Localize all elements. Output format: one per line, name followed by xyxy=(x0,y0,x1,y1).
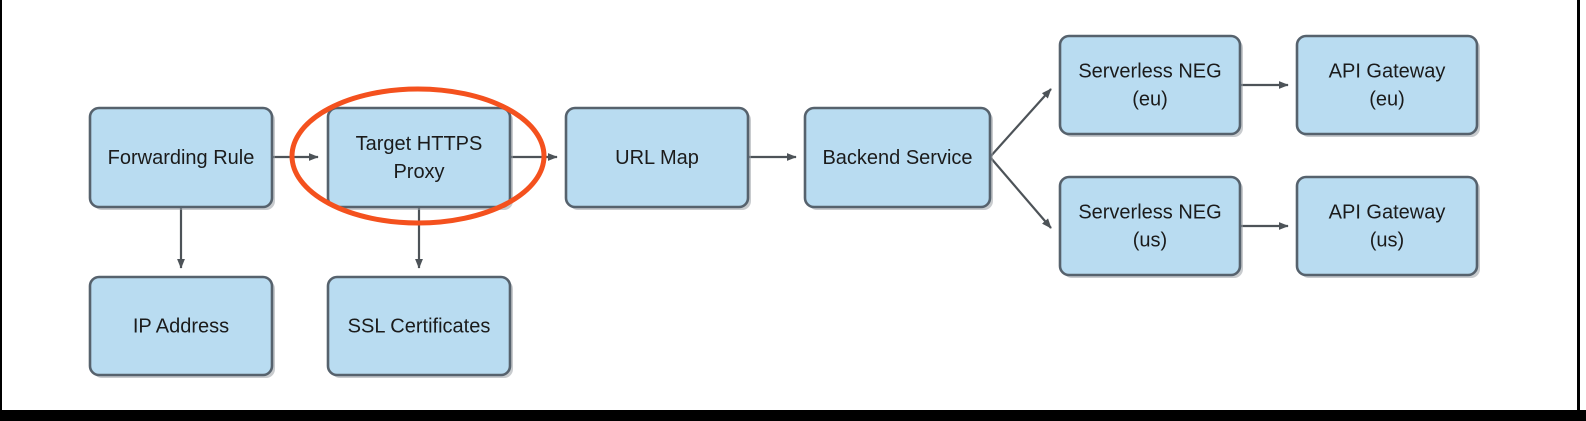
node-rect-target-https-proxy[interactable] xyxy=(326,106,512,209)
node-ip-address[interactable]: IP Address xyxy=(88,275,275,378)
node-backend-service[interactable]: Backend Service xyxy=(803,106,993,210)
node-rect-serverless-neg-us[interactable] xyxy=(1058,175,1242,277)
node-label-serverless-neg-us-line1: Serverless NEG xyxy=(1078,201,1221,223)
node-label-target-https-proxy-line2: Proxy xyxy=(393,161,444,183)
node-label-ssl-certificates: SSL Certificates xyxy=(348,315,491,337)
node-label-forwarding-rule: Forwarding Rule xyxy=(108,147,255,169)
node-rect-ssl-certificates[interactable] xyxy=(326,275,512,377)
node-forwarding-rule[interactable]: Forwarding Rule xyxy=(88,106,275,210)
node-label-serverless-neg-us-line2: (us) xyxy=(1133,229,1167,251)
node-label-api-gateway-us-line1: API Gateway xyxy=(1329,201,1446,223)
node-label-api-gateway-eu-line1: API Gateway xyxy=(1329,60,1446,82)
node-rect-serverless-neg-eu[interactable] xyxy=(1058,34,1242,136)
node-serverless-neg-us[interactable]: Serverless NEG (us) xyxy=(1058,175,1243,278)
highlight-ellipse-target-https-proxy xyxy=(289,86,547,226)
node-serverless-neg-eu[interactable]: Serverless NEG (eu) xyxy=(1058,34,1243,137)
edges-layer xyxy=(177,81,1289,269)
frame-left-border xyxy=(0,0,2,421)
node-label-ip-address: IP Address xyxy=(133,315,229,337)
annotations-layer xyxy=(289,86,547,226)
edge-backend-service-to-serverless-neg-eu xyxy=(989,88,1052,158)
node-rect-url-map[interactable] xyxy=(564,106,750,209)
node-ssl-certificates[interactable]: SSL Certificates xyxy=(326,275,513,378)
node-label-api-gateway-eu-line2: (eu) xyxy=(1369,88,1405,110)
nodes-layer: Forwarding Rule Target HTTPS Proxy URL M… xyxy=(88,34,1480,378)
node-label-serverless-neg-eu-line2: (eu) xyxy=(1132,88,1168,110)
node-api-gateway-eu[interactable]: API Gateway (eu) xyxy=(1295,34,1480,137)
node-url-map[interactable]: URL Map xyxy=(564,106,751,210)
node-label-serverless-neg-eu-line1: Serverless NEG xyxy=(1078,60,1221,82)
frame-right-border xyxy=(1577,0,1580,421)
node-rect-api-gateway-eu[interactable] xyxy=(1295,34,1479,136)
node-target-https-proxy[interactable]: Target HTTPS Proxy xyxy=(326,106,513,210)
node-api-gateway-us[interactable]: API Gateway (us) xyxy=(1295,175,1480,278)
node-rect-forwarding-rule[interactable] xyxy=(88,106,274,209)
edge-backend-service-to-serverless-neg-us xyxy=(989,156,1052,229)
node-rect-ip-address[interactable] xyxy=(88,275,274,377)
frame-bottom-bar xyxy=(0,410,1586,421)
node-rect-api-gateway-us[interactable] xyxy=(1295,175,1479,277)
node-label-target-https-proxy-line1: Target HTTPS xyxy=(356,133,483,155)
node-label-api-gateway-us-line2: (us) xyxy=(1370,229,1404,251)
node-rect-backend-service[interactable] xyxy=(803,106,992,209)
node-label-url-map: URL Map xyxy=(615,147,699,169)
node-label-backend-service: Backend Service xyxy=(822,147,972,169)
